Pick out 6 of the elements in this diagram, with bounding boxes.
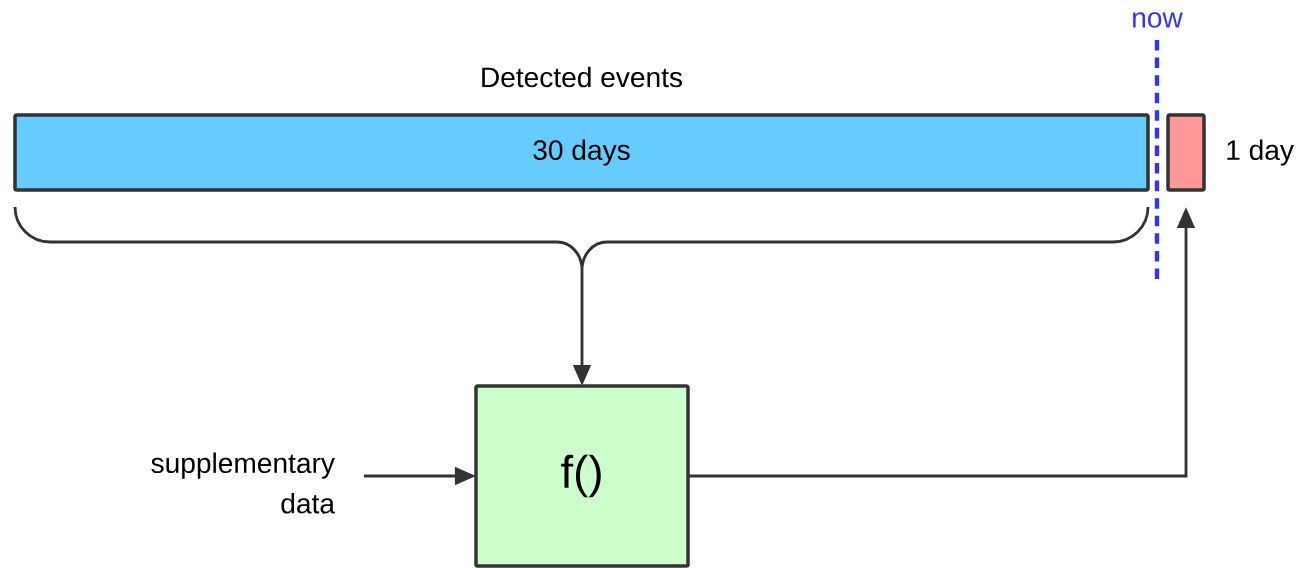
input-text: supplementary data <box>151 452 335 514</box>
now-label: now <box>1133 12 1183 28</box>
timeline-bar: 30 days <box>13 113 1150 192</box>
bar-heading: Detected events <box>482 66 683 88</box>
duration-label: 1 day <box>1227 139 1294 166</box>
function-box: f() <box>474 384 690 568</box>
